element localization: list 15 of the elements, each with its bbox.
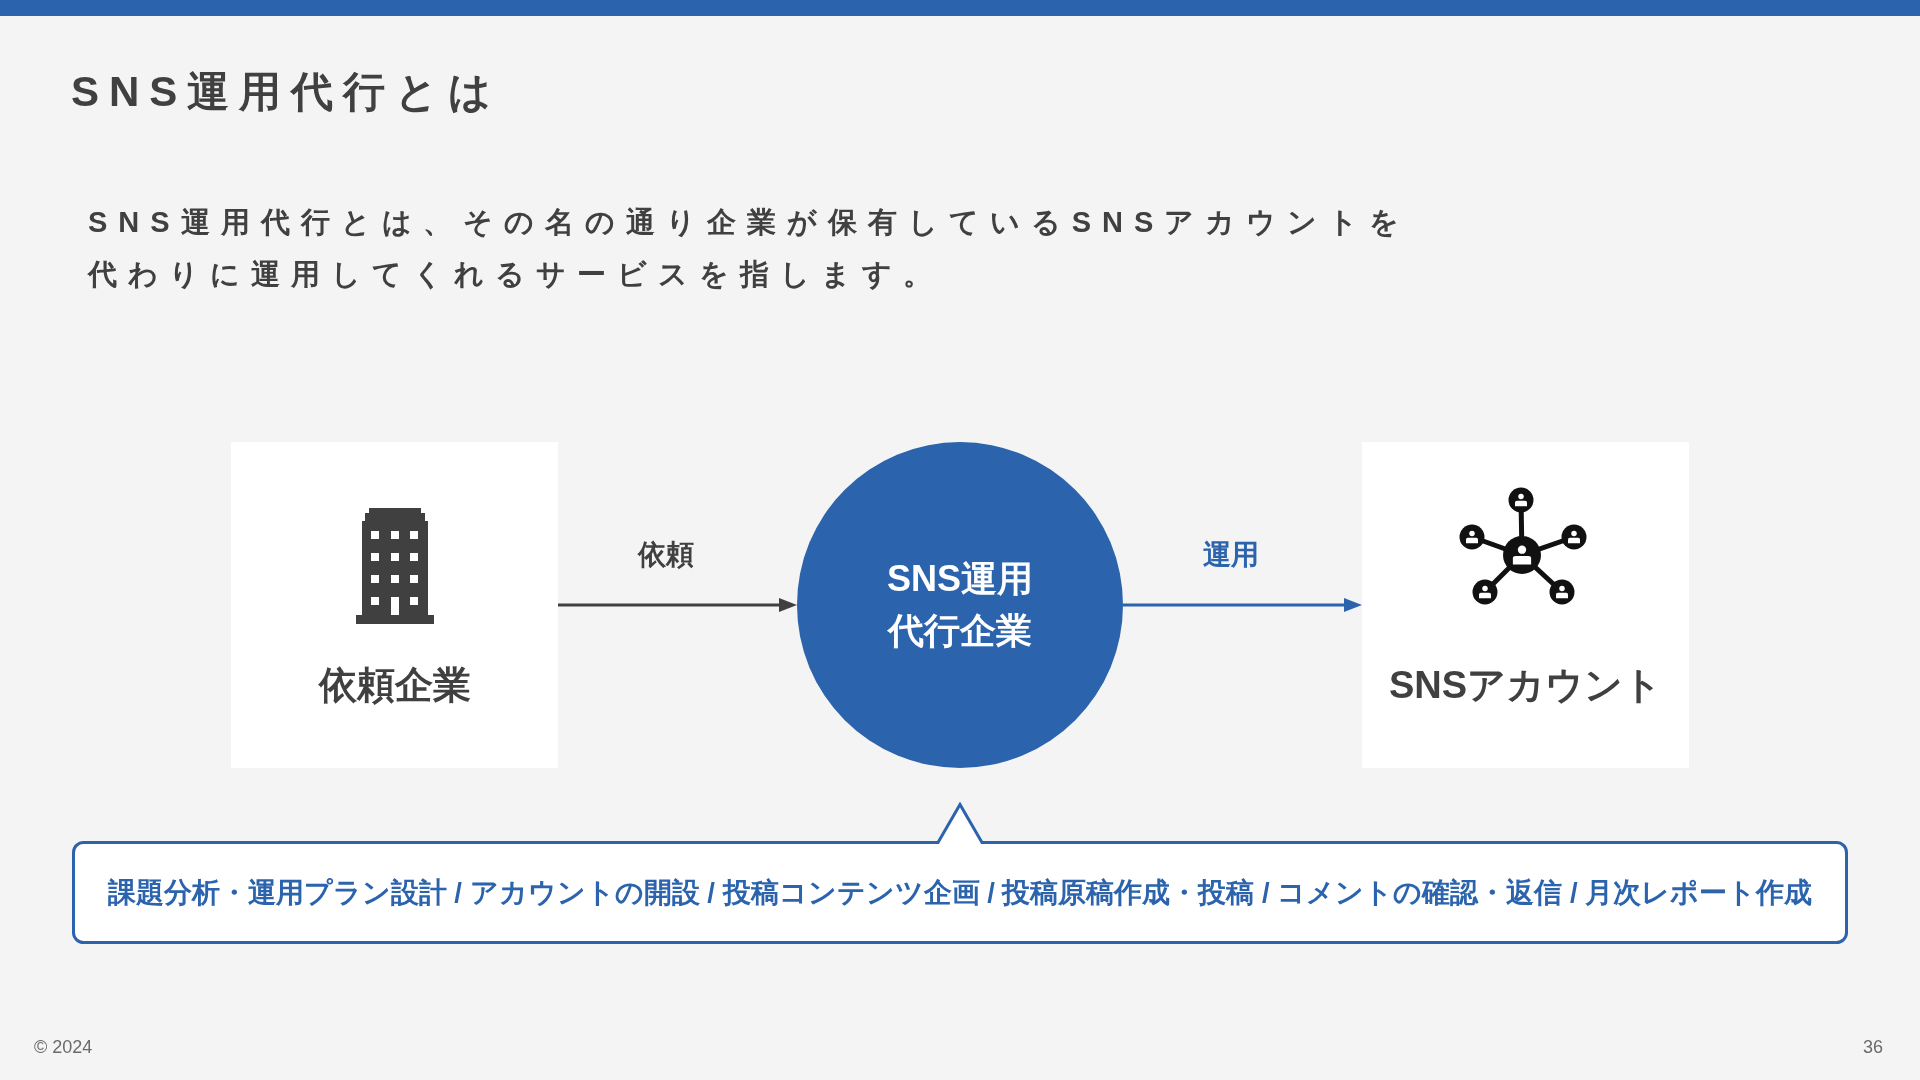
node-label: SNS運用代行企業: [886, 557, 1034, 653]
node-label: 依頼企業: [318, 663, 471, 708]
info-card: [231, 442, 558, 768]
intro-text: SNS運用代行とは、その名の通り企業が保有しているSNSアカウントを代わりに運用してくれるサービスを指します。: [88, 205, 1412, 292]
info-card: [1362, 442, 1689, 768]
edge-label: 運用: [1202, 538, 1259, 572]
edge-label: 依頼: [637, 538, 694, 572]
copyright-text: © 2024: [34, 1036, 93, 1059]
slide-title: SNS運用代行とは: [71, 67, 502, 117]
callout-text: 課題分析・運用プラン設計 / アカウントの開設 / 投稿コンテンツ企画 / 投稿原稿作成・投稿 / コメントの確認・返信 / 月次レポート作成: [107, 875, 1813, 910]
arrow: [1123, 598, 1362, 612]
node-label: SNSアカウント: [1388, 663, 1663, 708]
page-number: 36: [1862, 1036, 1883, 1059]
speech-bubble: [72, 802, 1848, 944]
arrow: [558, 598, 797, 612]
